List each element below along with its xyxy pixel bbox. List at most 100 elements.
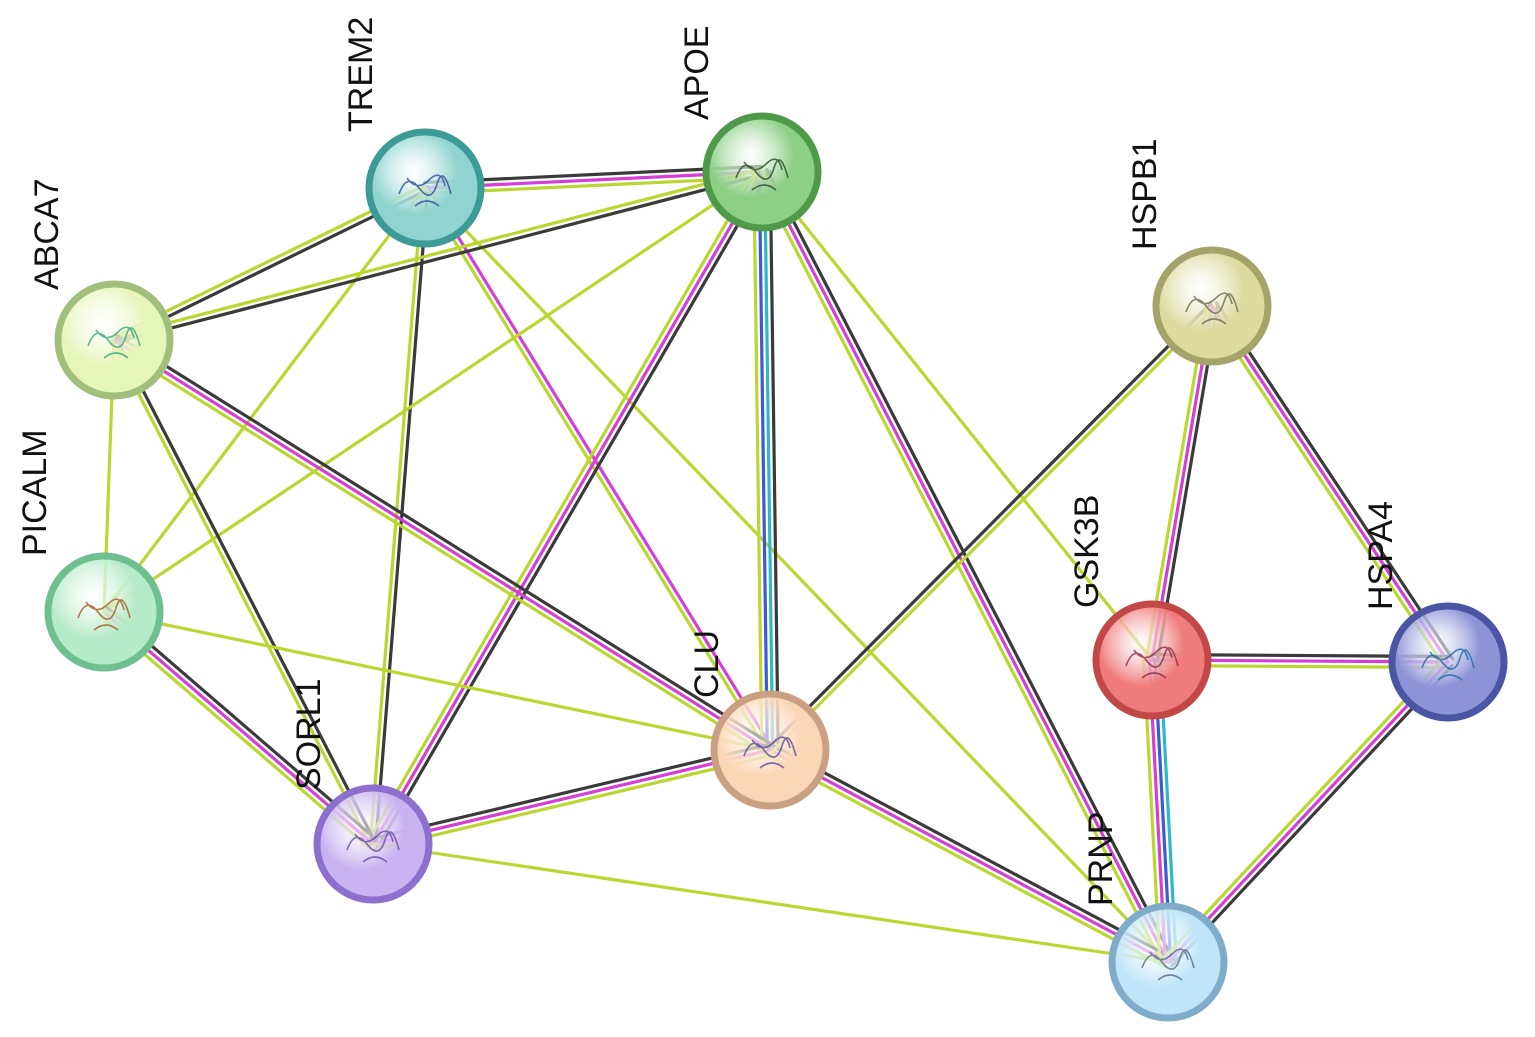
protein-structure-icon <box>398 174 452 207</box>
edge-line-dark <box>376 173 769 849</box>
node-gsk3b[interactable] <box>1092 600 1212 720</box>
edge-sorl1-clu <box>370 742 773 852</box>
protein-structure-icon <box>1421 648 1475 681</box>
node-prnp[interactable] <box>1108 902 1228 1022</box>
protein-structure-icon <box>1185 292 1239 325</box>
edge-line-yellowgreen <box>1144 303 1209 661</box>
edge-line-yellowgreen <box>111 167 763 339</box>
edge-line-yellowgreen <box>102 610 772 752</box>
edge-line-yellowgreen <box>1162 656 1446 960</box>
node-label-picalm: PICALM <box>16 429 54 556</box>
edge-line-magenta <box>760 170 1170 964</box>
edge-abca7-clu <box>109 333 775 757</box>
edge-line-yellowgreen <box>423 186 1170 964</box>
edge-hspb1-gsk3b <box>1144 303 1220 663</box>
node-sorl1[interactable] <box>313 784 433 904</box>
edge-line-magenta <box>768 748 1170 964</box>
edge-line-magenta <box>1166 660 1450 964</box>
edge-line-dark <box>113 173 765 345</box>
edge-apoe-sorl1 <box>366 167 769 849</box>
edge-line-dark <box>114 337 377 845</box>
node-hspa4[interactable] <box>1388 602 1508 722</box>
node-label-sorl1: SORL1 <box>290 679 328 791</box>
edge-line-dark <box>768 170 780 752</box>
node-label-trem2: TREM2 <box>342 17 380 132</box>
edge-line-dark <box>1214 301 1455 661</box>
node-picalm[interactable] <box>44 552 164 672</box>
node-apoe[interactable] <box>702 112 822 232</box>
edge-line-cyan <box>763 170 775 752</box>
node-label-clu: CLU <box>688 630 726 698</box>
protein-structure-icon <box>735 158 789 191</box>
edge-line-yellowgreen <box>765 753 1168 969</box>
protein-structure-icon <box>1125 646 1179 679</box>
edge-line-magenta <box>371 170 764 846</box>
edge-picalm-clu <box>102 610 772 752</box>
node-abca7[interactable] <box>54 280 174 400</box>
edge-line-yellowgreen <box>366 167 759 843</box>
node-circle <box>54 280 174 400</box>
edge-line-dark <box>770 743 1173 959</box>
node-circle <box>1092 600 1212 720</box>
edge-apoe-gsk3b <box>760 170 1154 662</box>
protein-structure-icon <box>87 326 141 359</box>
edge-trem2-picalm <box>102 186 427 614</box>
node-clu[interactable] <box>710 690 830 810</box>
edge-line-yellowgreen <box>109 339 373 847</box>
edge-trem2-sorl1 <box>368 186 430 846</box>
node-circle <box>1388 602 1508 722</box>
node-circle <box>313 784 433 904</box>
edge-clu-hspb1 <box>766 302 1216 754</box>
edge-clu-prnp <box>765 743 1173 969</box>
edge-line-dark <box>115 333 775 747</box>
node-trem2[interactable] <box>365 128 485 248</box>
node-label-gsk3b: GSK3B <box>1068 495 1106 608</box>
node-hspb1[interactable] <box>1152 246 1272 366</box>
edge-line-magenta <box>1210 304 1450 664</box>
edge-line-dark <box>374 186 430 846</box>
node-circle <box>710 690 830 810</box>
node-circle <box>44 552 164 672</box>
edge-trem2-prnp <box>423 186 1170 964</box>
edge-abca7-sorl1 <box>109 337 377 847</box>
edge-line-yellowgreen <box>770 306 1216 754</box>
protein-structure-icon <box>743 736 797 769</box>
edge-apoe-prnp <box>755 167 1175 967</box>
node-label-hspa4: HSPA4 <box>1362 501 1400 610</box>
protein-structure-icon <box>346 830 400 863</box>
node-label-hspb1: HSPB1 <box>1126 139 1164 251</box>
edge-line-magenta <box>371 748 772 846</box>
edge-apoe-abca7 <box>111 167 765 345</box>
edge-line-dark <box>765 167 1175 962</box>
node-label-abca7: ABCA7 <box>28 179 66 291</box>
edge-sorl1-prnp <box>371 842 1170 964</box>
edge-line-yellowgreen <box>752 170 764 752</box>
edge-hspa4-prnp <box>1162 656 1454 968</box>
edge-line-magenta <box>1150 304 1214 662</box>
edge-line-yellowgreen <box>371 842 1170 964</box>
edge-line-dark <box>370 742 771 841</box>
nodes-layer <box>44 112 1508 1022</box>
edge-line-magenta <box>425 185 774 751</box>
edge-line-yellowgreen <box>372 753 773 852</box>
edge-line-blue <box>757 170 769 752</box>
edge-line-yellowgreen <box>109 343 769 757</box>
edge-line-dark <box>1170 664 1454 968</box>
edge-line-yellowgreen <box>760 170 1154 662</box>
node-label-prnp: PRNP <box>1082 812 1120 906</box>
node-label-apoe: APOE <box>678 26 716 120</box>
protein-structure-icon <box>77 598 131 631</box>
edge-line-yellowgreen <box>102 186 427 614</box>
protein-structure-icon <box>1141 948 1195 981</box>
edge-line-magenta <box>112 338 772 752</box>
node-circle <box>702 112 822 232</box>
edge-line-dark <box>1155 305 1220 663</box>
node-circle <box>1108 902 1228 1022</box>
edge-line-yellowgreen <box>1205 307 1446 667</box>
node-circle <box>365 128 485 248</box>
edge-apoe-clu <box>752 170 780 752</box>
node-circle <box>1152 246 1272 366</box>
edge-hspb1-hspa4 <box>1205 301 1455 667</box>
edge-line-dark <box>766 302 1212 750</box>
